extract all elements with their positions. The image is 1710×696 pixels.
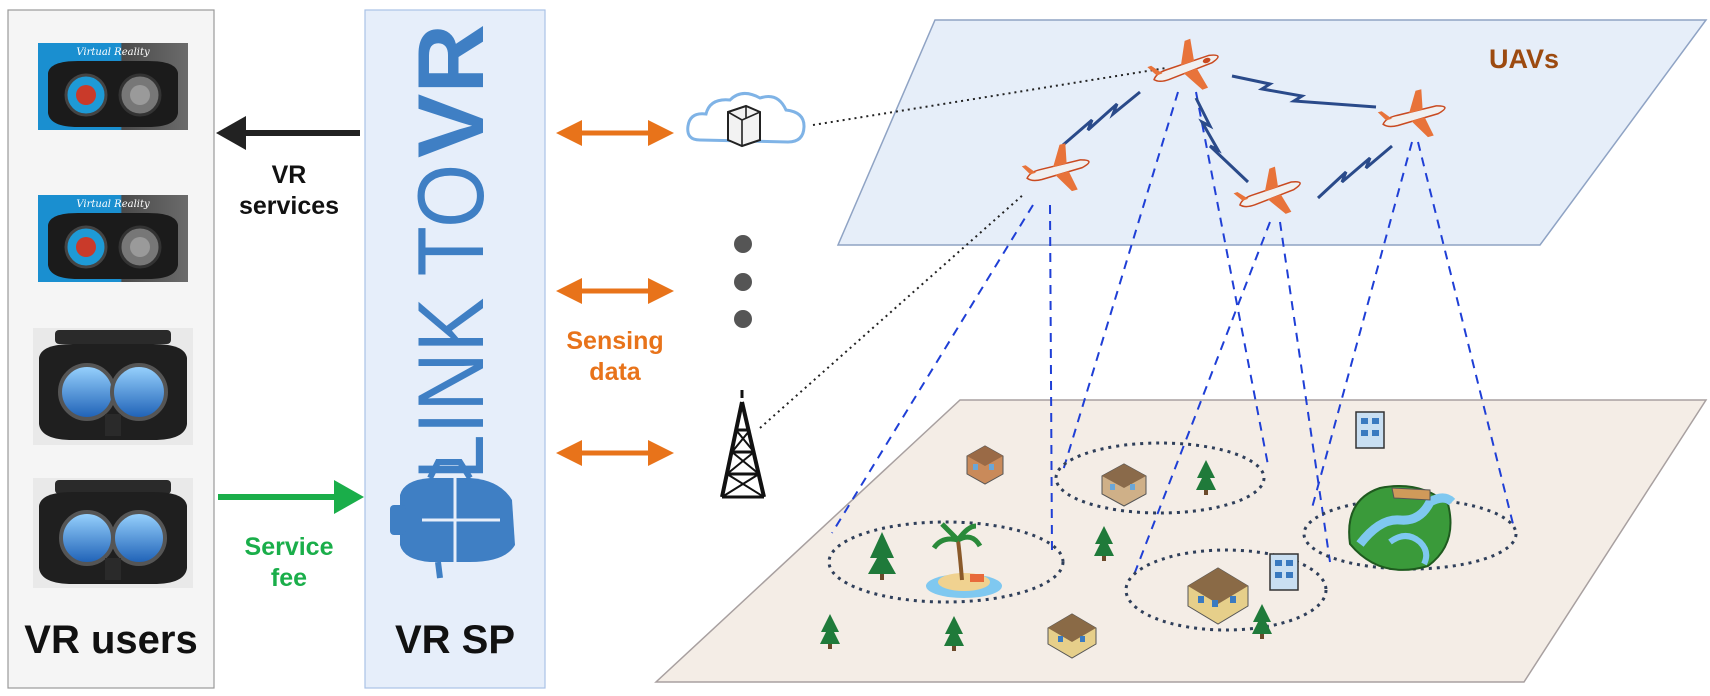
service-fee-label: Service fee	[244, 533, 334, 593]
vr-services-arrow	[216, 116, 360, 150]
building-icon	[1047, 613, 1097, 659]
uavs-label: UAVs	[1489, 44, 1559, 74]
sp-panel	[364, 9, 546, 689]
sensing-data-arrow	[556, 120, 674, 146]
vr-headset-image	[33, 478, 193, 588]
cloud-server-icon	[686, 92, 806, 148]
airplane-icon	[1233, 166, 1301, 214]
tree-icon	[1094, 526, 1114, 561]
users-panel-label: VR users	[24, 618, 198, 662]
island-icon	[926, 522, 1002, 598]
vr-headset-image	[33, 328, 193, 445]
headset-caption: Virtual Reality	[76, 199, 150, 210]
uav-wireless-links	[1062, 74, 1393, 200]
logo-text-light: LINK TO	[398, 164, 503, 480]
vr-headset-logo-icon	[390, 459, 515, 579]
tree-icon	[820, 614, 840, 649]
building-icon	[1101, 463, 1147, 507]
tree-icon	[944, 616, 964, 651]
sensing-data-arrow	[556, 440, 674, 466]
river-valley-icon	[1348, 485, 1456, 571]
building-icon	[966, 445, 1004, 485]
building-icon	[1269, 553, 1299, 591]
ground-plane	[654, 399, 1708, 683]
headset-caption: Virtual Reality	[76, 47, 150, 58]
airplane-icon	[1021, 143, 1090, 192]
tree-icon	[1252, 604, 1272, 639]
ellipsis-dots	[734, 235, 752, 328]
sensing-data-label: Sensing data	[566, 327, 664, 387]
sensing-data-arrow	[556, 278, 674, 304]
vr-headset-image: Virtual Reality	[38, 43, 188, 130]
coverage-beams	[831, 91, 1515, 581]
building-icon	[1355, 411, 1385, 449]
cell-tower-icon	[720, 390, 766, 499]
vr-services-label: VR services	[238, 161, 340, 221]
airplane-icon	[1147, 38, 1219, 90]
tree-icon	[868, 532, 896, 580]
logo-text-bold: VR	[398, 24, 503, 158]
sp-panel-label: VR SP	[394, 618, 516, 662]
tree-icon	[1196, 460, 1216, 495]
vr-headset-image: Virtual Reality	[38, 195, 188, 282]
sky-plane	[836, 19, 1708, 246]
building-icon	[1187, 567, 1249, 625]
airplane-icon	[1377, 89, 1446, 138]
service-fee-arrow	[218, 480, 364, 514]
link-to-vr-logo: LINK TO VR	[398, 24, 503, 480]
